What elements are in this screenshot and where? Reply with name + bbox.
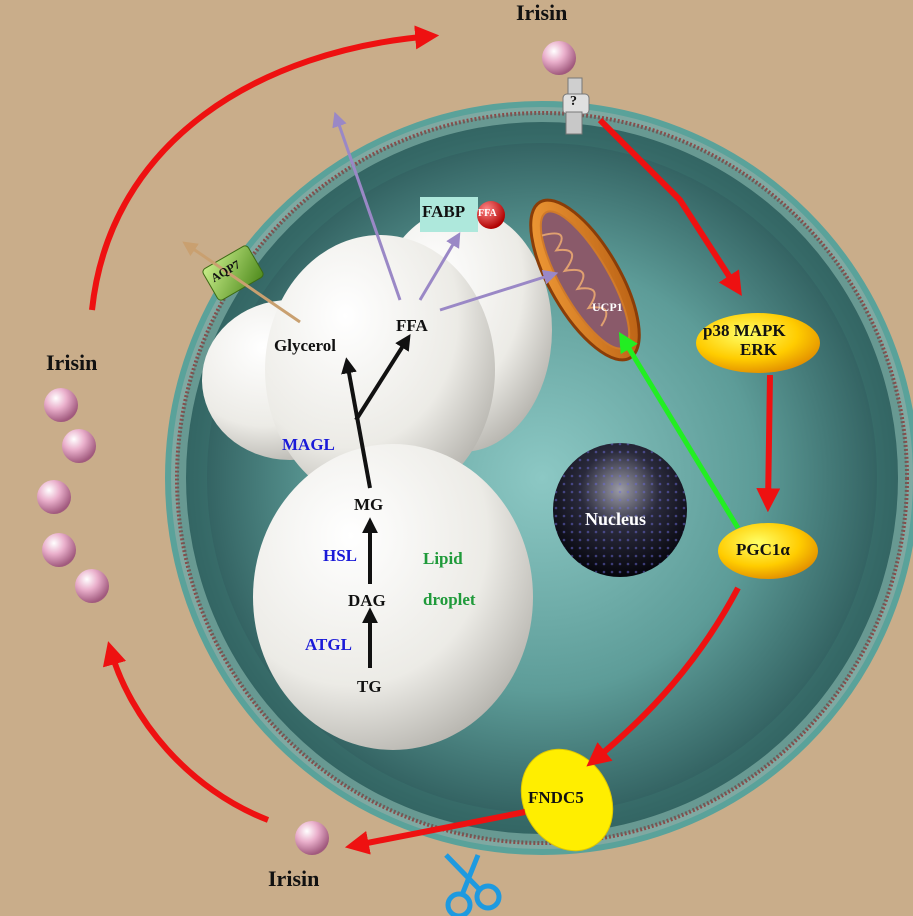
ucp1-label: UCP1 [592,300,623,314]
pgc1a-label: PGC1α [736,540,790,559]
arrow-pgc1a-to-fndc5 [586,586,741,767]
cell-membrane-inner [175,111,909,845]
tg-label: TG [357,677,382,696]
arrow-fndc5-to-irisin [344,809,526,855]
erk-label: ERK [740,340,777,359]
receptor [562,77,590,135]
nucleus-pores [553,443,687,577]
ffa-ligand-label: FFA [478,208,497,219]
fabp-label: FABP [422,202,466,221]
mg-label: MG [354,495,384,514]
p38-erk-node [696,313,820,373]
irisin-ball-left-3 [37,480,71,514]
arrow-mg-to-glycerol [341,357,372,489]
ffa-label: FFA [396,316,428,335]
arrow-ffa-to-mitochondria [439,270,559,312]
irisin-ball-top [542,41,576,75]
hsl-label: HSL [323,546,358,565]
irisin-label-bottom: Irisin [268,866,320,891]
fndc5-label: FNDC5 [528,788,584,807]
arrow-ffa-to-fabp [418,232,461,301]
irisin-ball-left-5 [75,569,109,603]
arrow-ffa-out [332,111,402,301]
irisin-ball-left-2 [62,429,96,463]
irisin-label-left: Irisin [46,350,98,375]
arrow-mg-to-ffa [354,333,411,422]
irisin-label-top: Irisin [516,0,568,25]
arrow-receptor-to-kinase [597,117,742,297]
mitochondrion [529,198,641,362]
arrow-kinase-to-pgc1a [756,374,781,513]
glycerol-label: Glycerol [274,336,336,355]
irisin-ball-bottom [295,821,329,855]
receptor-label: ? [570,94,577,109]
dag-label: DAG [348,591,386,610]
arrow-irisin-return-top [89,25,440,311]
magl-label: MAGL [282,435,335,454]
aqp7-channel [202,245,264,301]
lipid-label-line1: Lipid [423,549,463,568]
lipid-droplet-main [253,444,533,750]
atgl-label: ATGL [305,635,352,654]
fndc5-node [520,748,614,852]
arrow-irisin-return-bottom [102,641,270,823]
lipid-label-line2: droplet [423,590,476,609]
fabp-box [420,197,478,232]
arrow-pgc1a-to-ucp1 [618,331,741,530]
scissors-icon [444,853,502,916]
pgc1a-node [718,523,818,579]
p38-label: p38 MAPK [703,321,786,340]
lipid-droplet-top [265,235,495,505]
irisin-ball-left-1 [44,388,78,422]
arrow-glycerol-to-aqp7 [182,241,301,324]
nucleus-label: Nucleus [585,509,647,529]
ffa-ball [477,201,505,229]
irisin-ball-left-4 [42,533,76,567]
